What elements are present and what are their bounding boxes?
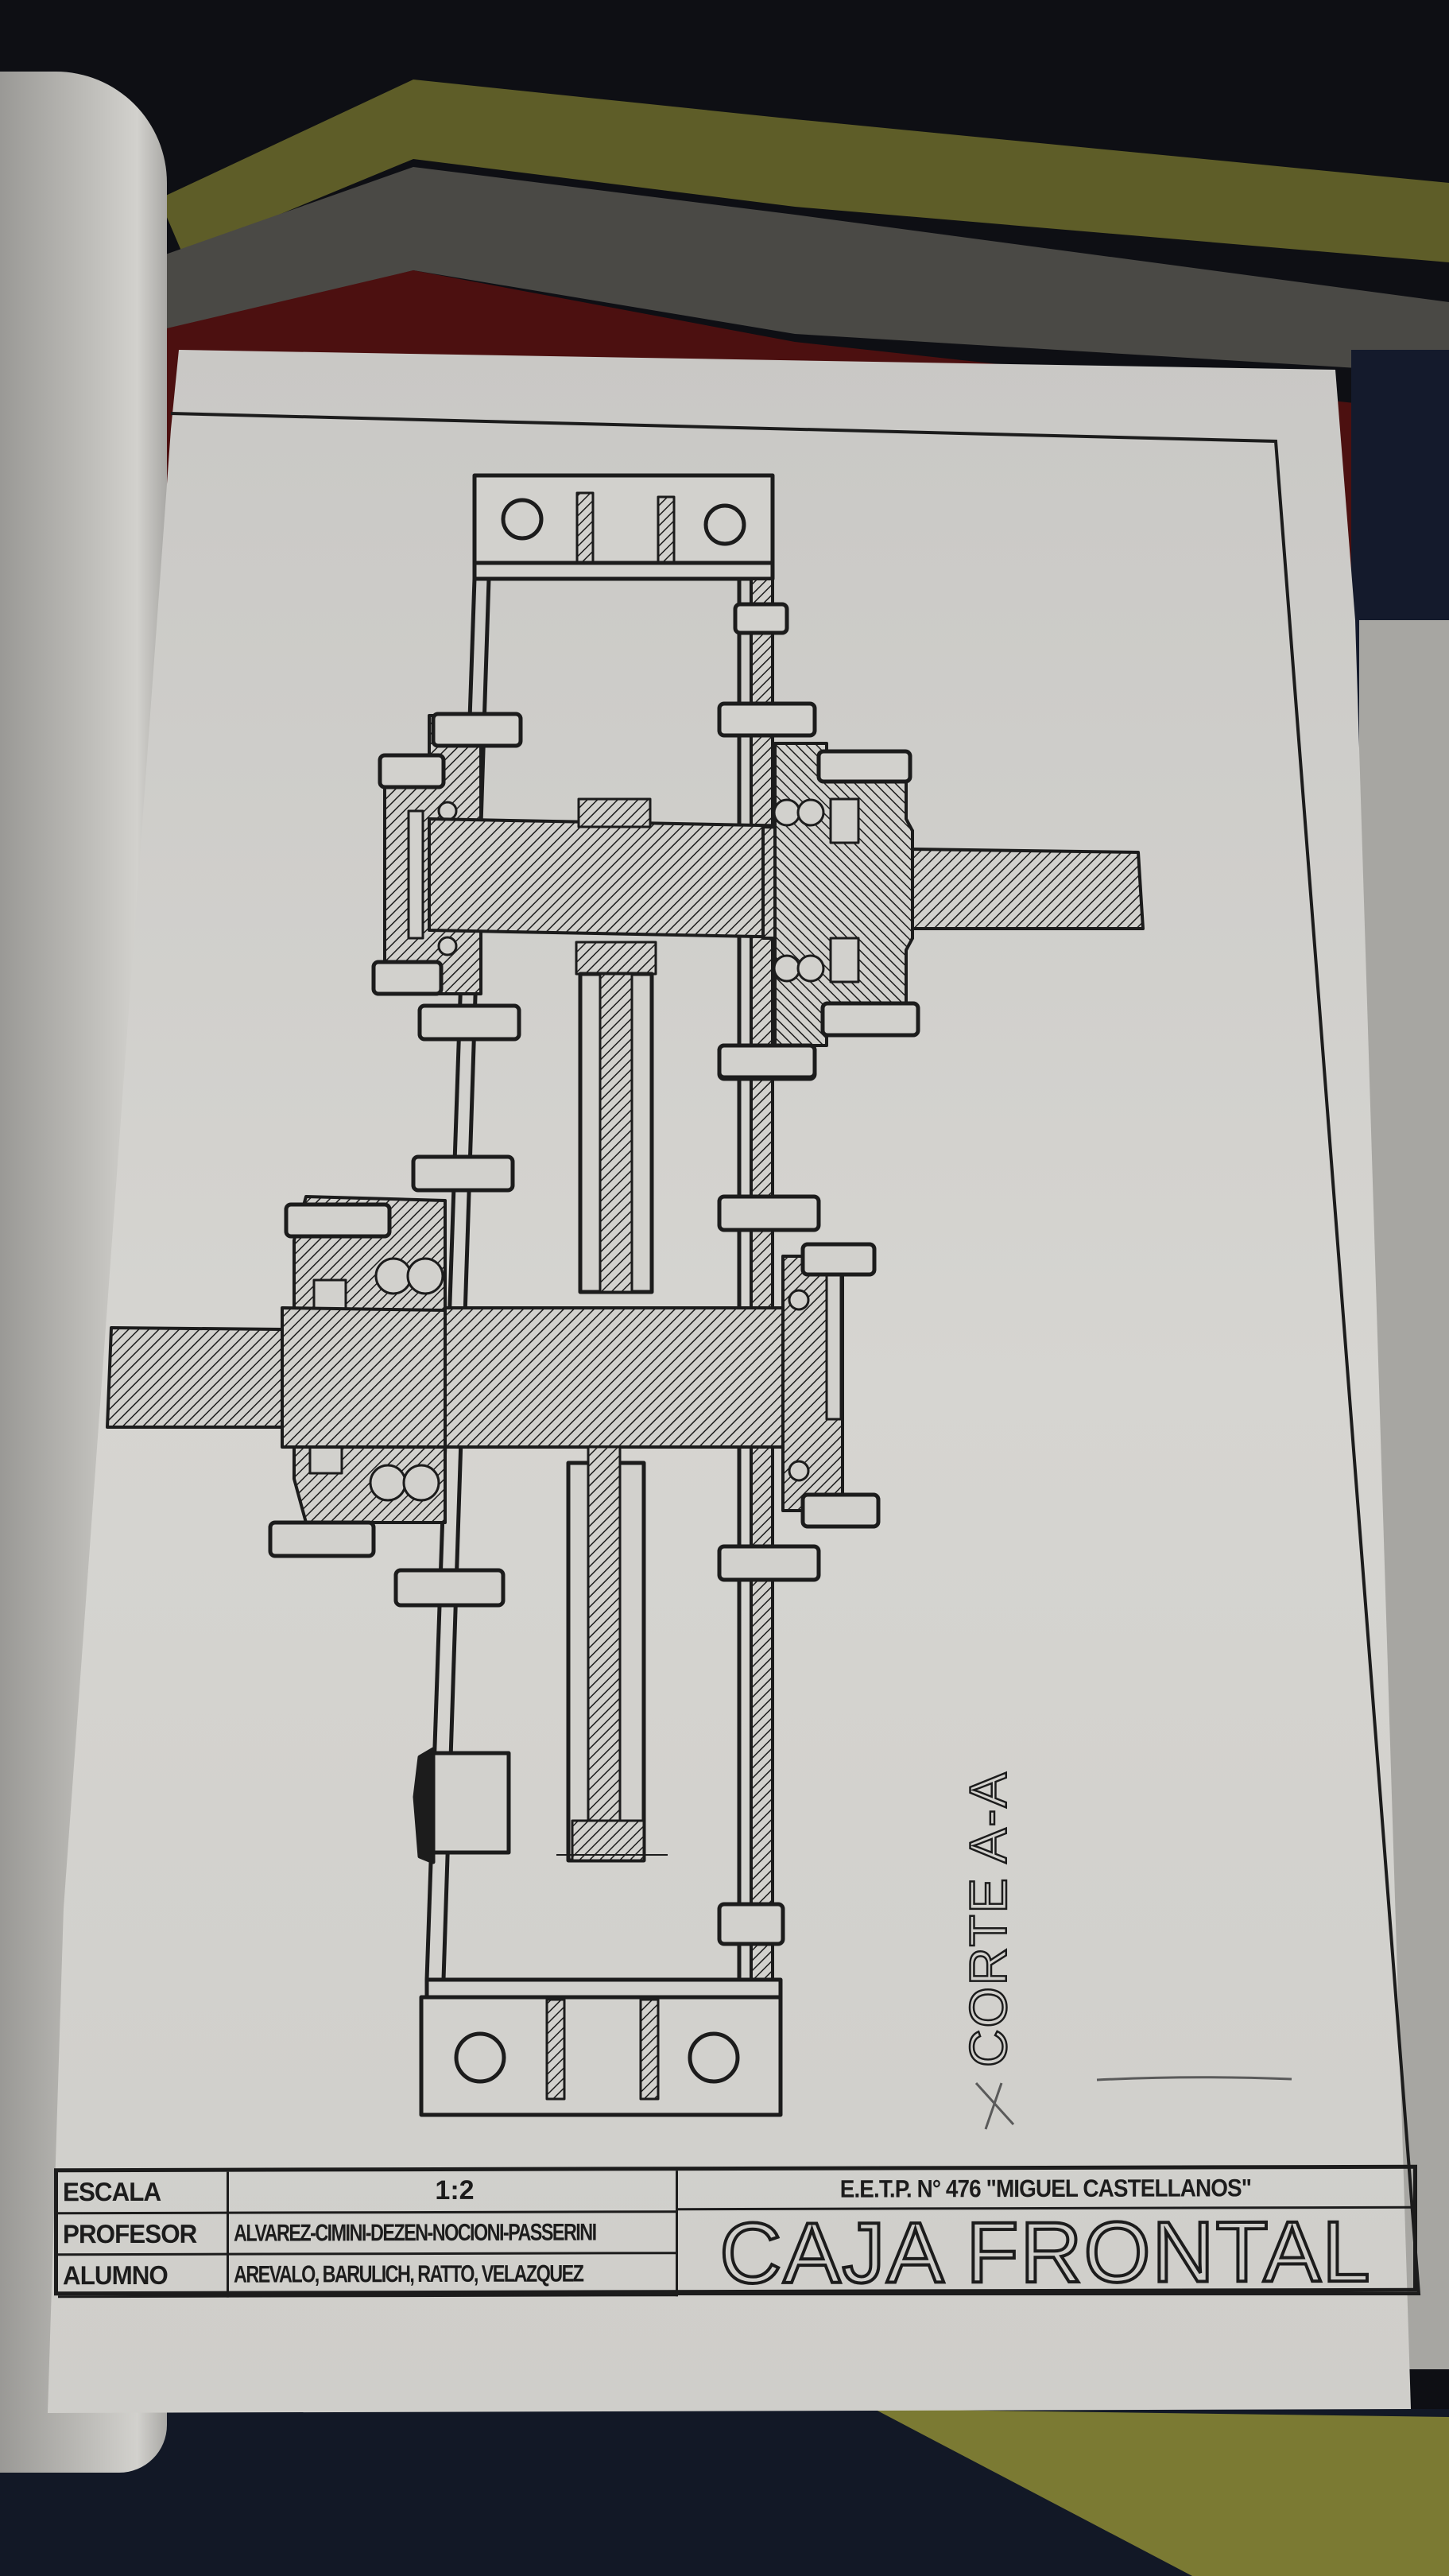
fabric-yellow-stripe [159, 80, 1449, 262]
upper-shaft-output [911, 848, 1145, 930]
lower-shaft-assembly [106, 1154, 881, 1608]
bolt [717, 1902, 785, 1946]
upper-right-bearing-housing [773, 742, 914, 1047]
title-block-values: 1:2 ALVAREZ-CIMINI-DEZEN-NOCIONI-PASSERI… [229, 2171, 678, 2298]
bolt [268, 1520, 376, 1558]
student-value: AREVALO, BARULICH, RATTO, VELAZQUEZ [234, 2260, 583, 2288]
title-block: ESCALA PROFESOR ALUMNO 1:2 ALVAREZ-CIMIN… [54, 2164, 1417, 2302]
scale-value: 1:2 [435, 2175, 475, 2206]
bolt [717, 1194, 821, 1232]
pencil-line-mark [1096, 2076, 1292, 2081]
section-label: CORTE A-A [958, 1770, 1019, 2068]
bolt [371, 960, 444, 996]
ball-bearing [437, 801, 458, 821]
upper-gear [578, 972, 654, 1294]
professor-label: PROFESOR [63, 2218, 197, 2248]
bottom-mounting-flange [419, 1977, 783, 2117]
ball-bearing [437, 936, 458, 956]
bolt [417, 1003, 521, 1042]
oil-plug [413, 1747, 511, 1864]
bolt [717, 701, 817, 738]
bolt [717, 1544, 821, 1582]
lower-shaft-input [106, 1326, 284, 1429]
student-label: ALUMNO [63, 2260, 168, 2291]
ball-bearing [406, 1257, 444, 1295]
ball-bearing [369, 1464, 407, 1502]
fabric-grey-stripe [143, 167, 1449, 374]
bolt [800, 1242, 877, 1277]
technical-drawing [48, 350, 1421, 2413]
lower-shaft [444, 1306, 796, 1449]
housing-right-wall [750, 577, 774, 1981]
bolt [717, 1043, 817, 1080]
bolt [820, 1001, 920, 1038]
pencil-x-mark [974, 2081, 1015, 2130]
upper-gear-hub [577, 797, 652, 828]
drawing-frame [54, 412, 1421, 2295]
ball-bearing [788, 1460, 810, 1482]
ball-bearing [773, 954, 801, 983]
lower-gear [556, 1445, 668, 1863]
ball-bearing [788, 1289, 810, 1311]
bolt [393, 1568, 506, 1608]
top-mounting-flange [472, 473, 775, 581]
scale-label: ESCALA [63, 2176, 161, 2207]
bolt [411, 1154, 515, 1193]
drawing-title: CAJA FRONTAL [718, 2202, 1373, 2302]
title-block-labels: ESCALA PROFESOR ALUMNO [58, 2171, 229, 2299]
upper-shaft-assembly [371, 602, 1145, 1081]
ball-bearing [374, 1257, 413, 1295]
bolt [800, 1492, 881, 1529]
ball-bearing [773, 798, 801, 827]
bolt [284, 1202, 392, 1239]
bolt [431, 712, 523, 748]
title-cell: CAJA FRONTAL [678, 2202, 1413, 2302]
oil-seal [312, 1278, 347, 1312]
ball-bearing [796, 954, 825, 983]
drawing-sheet [48, 350, 1449, 2417]
ball-bearing [402, 1464, 440, 1502]
school-name: E.E.T.P. N° 476 "MIGUEL CASTELLANOS" [839, 2173, 1252, 2203]
bolt [816, 749, 912, 784]
fabric-yellow-bottom [874, 2409, 1449, 2576]
bolt [378, 753, 446, 789]
ball-bearing [796, 798, 825, 827]
professor-value: ALVAREZ-CIMINI-DEZEN-NOCIONI-PASSERINI [234, 2218, 596, 2247]
bolt [733, 602, 789, 635]
